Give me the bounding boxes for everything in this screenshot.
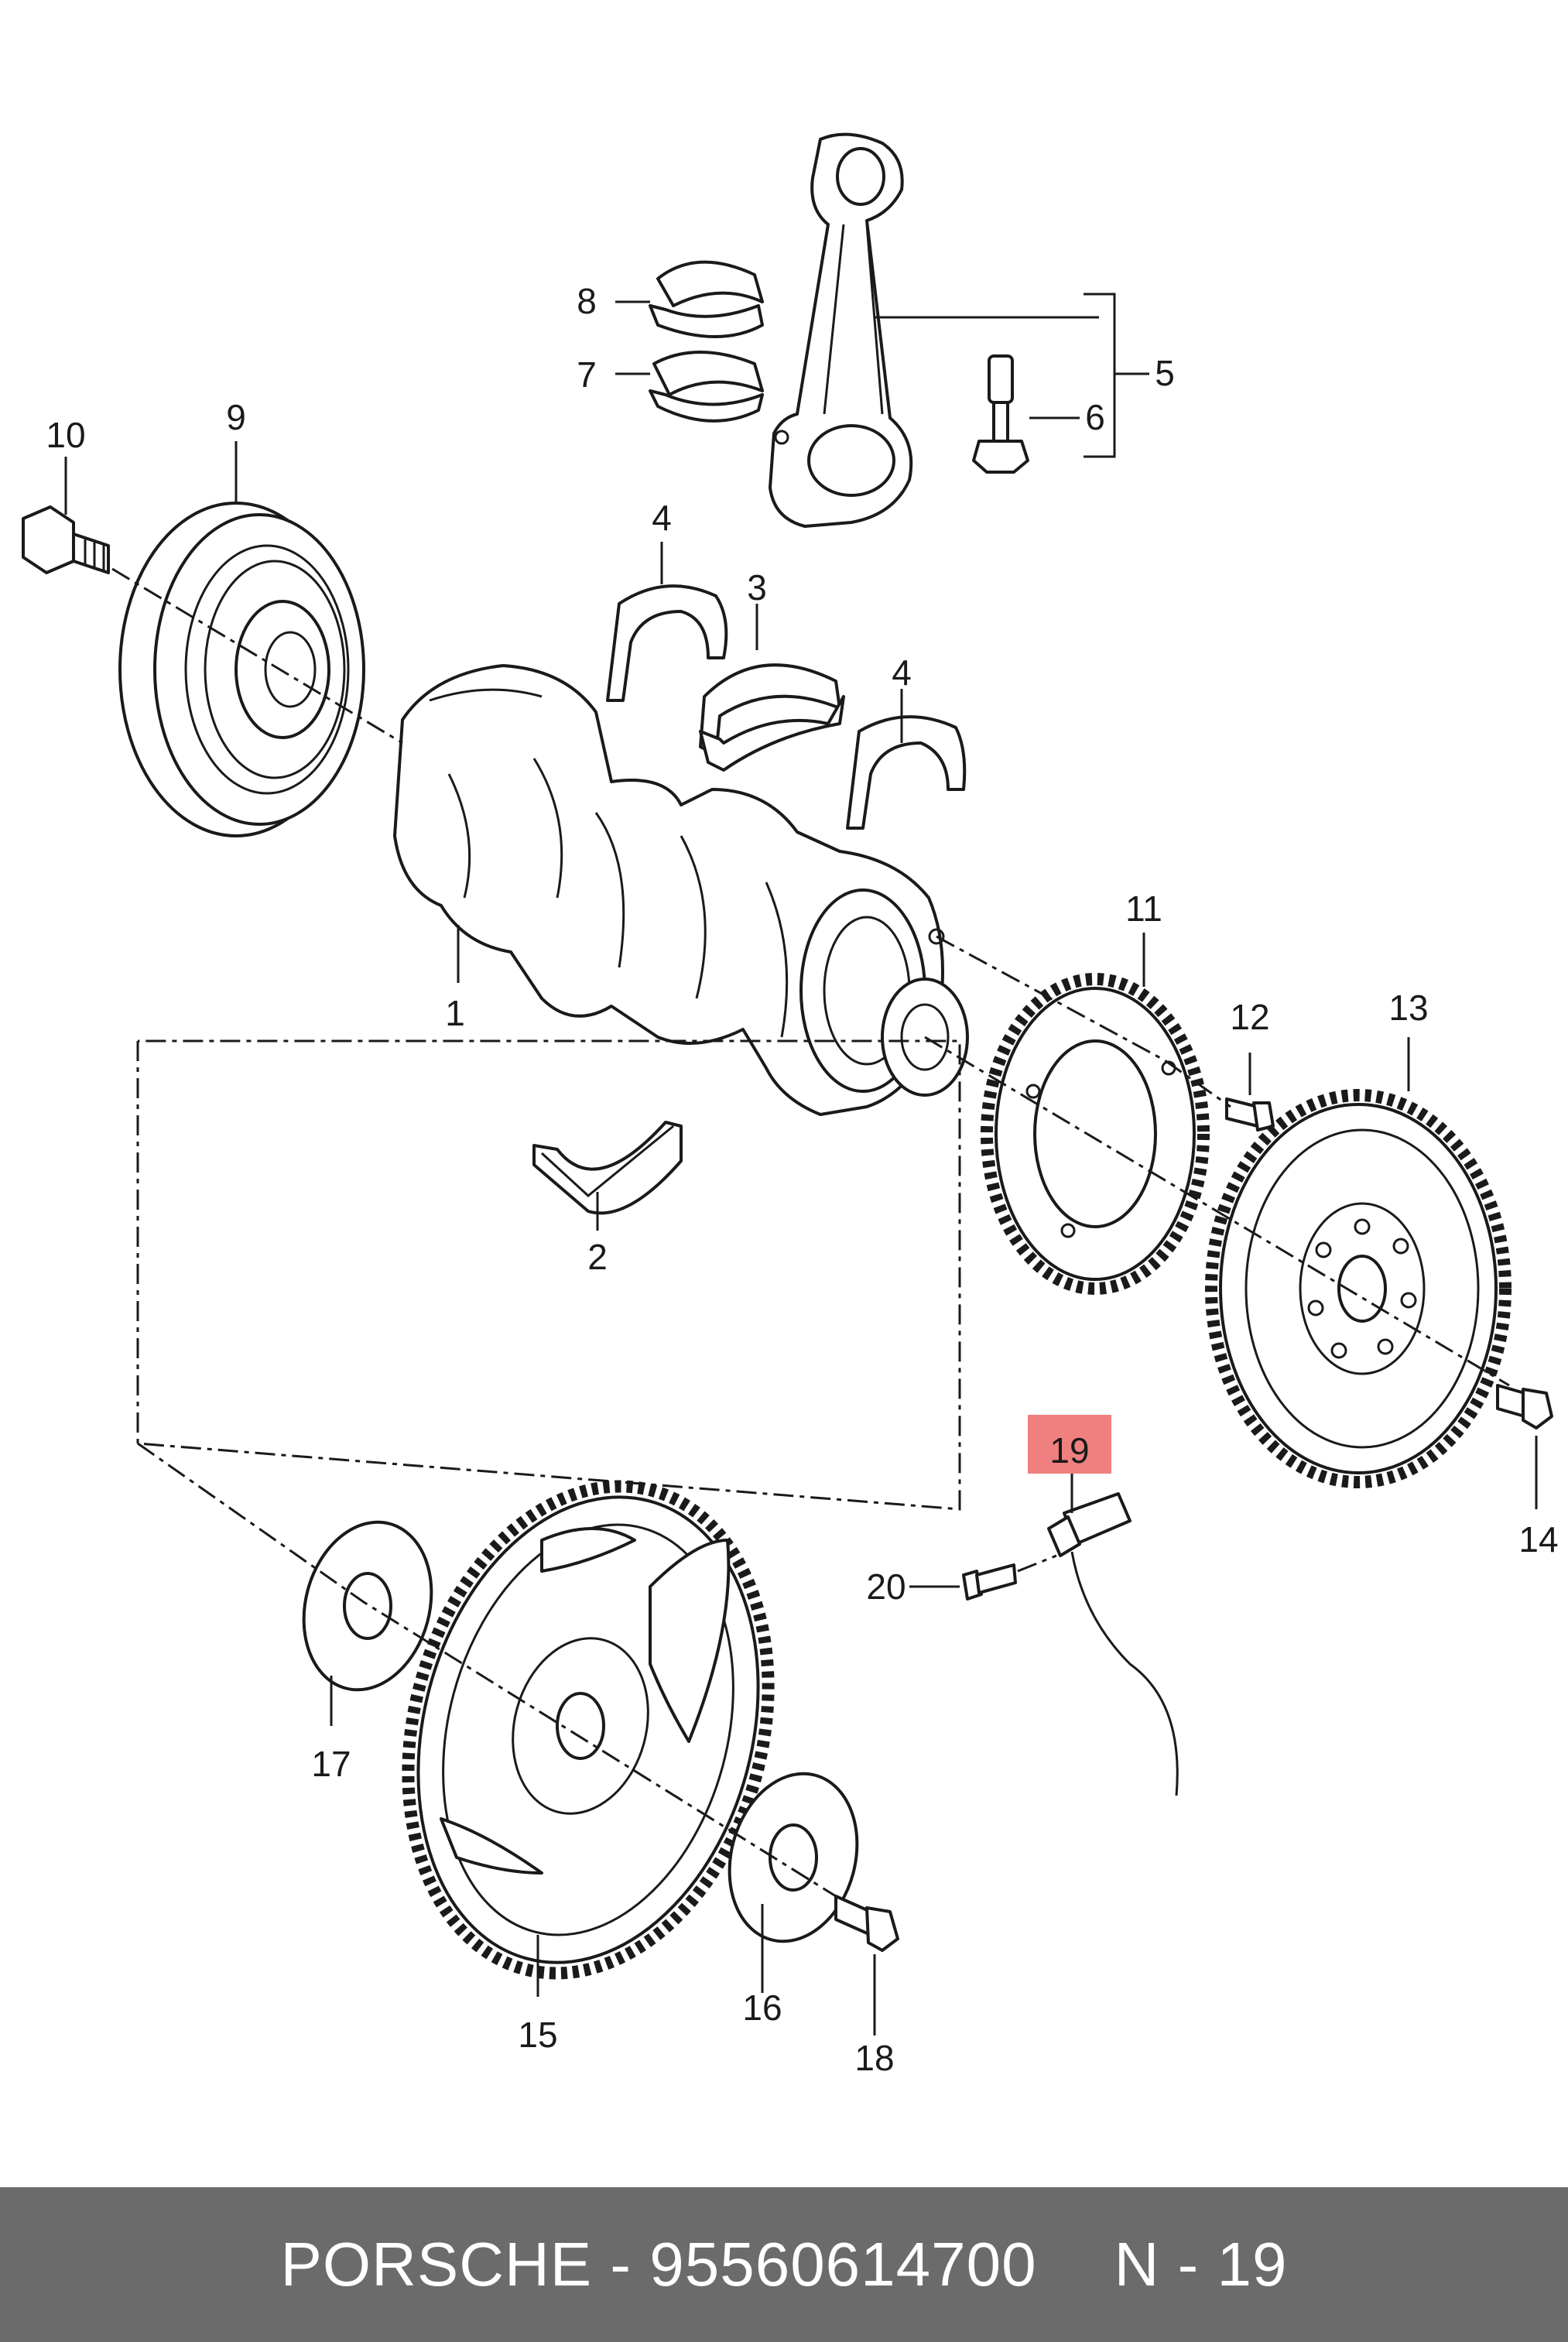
callout-6: 6 [1085, 397, 1105, 437]
main-bearing-shells[interactable] [532, 663, 845, 1215]
flywheel[interactable] [1205, 1089, 1512, 1488]
drive-plate-bolt[interactable] [834, 1895, 899, 1952]
callout-16: 16 [742, 1988, 782, 2028]
callout-4b: 4 [892, 652, 912, 693]
highlight-box [1028, 1415, 1111, 1474]
parts-diagram: 1 2 3 4 4 5 6 7 8 9 10 11 12 13 14 15 16… [22, 132, 1559, 2078]
thrust-washers[interactable] [606, 584, 967, 830]
sensor-bolt[interactable] [962, 1563, 1017, 1601]
callout-14: 14 [1518, 1519, 1558, 1560]
callout-11: 11 [1125, 889, 1162, 929]
footer-separator: - [610, 2230, 632, 2299]
drive-plate[interactable] [356, 1446, 820, 2015]
footer-caption: PORSCHE - 95560614700 N - 19 [280, 2229, 1287, 2300]
callout-3: 3 [747, 567, 767, 608]
ring-gear-small[interactable] [981, 973, 1210, 1295]
callout-10: 10 [46, 415, 85, 455]
callout-19: 19 [1049, 1430, 1089, 1471]
callout-18: 18 [854, 2038, 894, 2078]
callout-4a: 4 [652, 498, 672, 538]
callout-7: 7 [577, 354, 597, 395]
callout-17: 17 [311, 1744, 351, 1784]
callout-1: 1 [445, 993, 465, 1033]
pulley-bolt[interactable] [22, 505, 110, 574]
callout-15: 15 [518, 2015, 557, 2055]
callout-5: 5 [1155, 353, 1175, 393]
part-number: 95560614700 [649, 2230, 1037, 2299]
callout-8: 8 [577, 281, 597, 321]
crank-pulley[interactable] [118, 502, 365, 837]
callout-9: 9 [226, 397, 246, 437]
callout-12: 12 [1230, 997, 1269, 1037]
callout-2: 2 [587, 1237, 608, 1277]
diagram-reference: N - 19 [1114, 2230, 1288, 2299]
brand-name: PORSCHE [280, 2230, 593, 2299]
connecting-rod[interactable] [769, 132, 913, 528]
flywheel-bolt[interactable] [1496, 1384, 1553, 1430]
callout-20: 20 [866, 1566, 906, 1607]
callout-13: 13 [1388, 988, 1428, 1028]
ring-gear-bolt[interactable] [1225, 1097, 1275, 1132]
rod-bearing-shells[interactable] [649, 260, 764, 423]
spacer-washers[interactable] [286, 1508, 875, 1956]
rod-bolt[interactable] [972, 354, 1029, 474]
crank-position-sensor[interactable] [1047, 1492, 1179, 1796]
footer-bar: PORSCHE - 95560614700 N - 19 [0, 2187, 1568, 2342]
